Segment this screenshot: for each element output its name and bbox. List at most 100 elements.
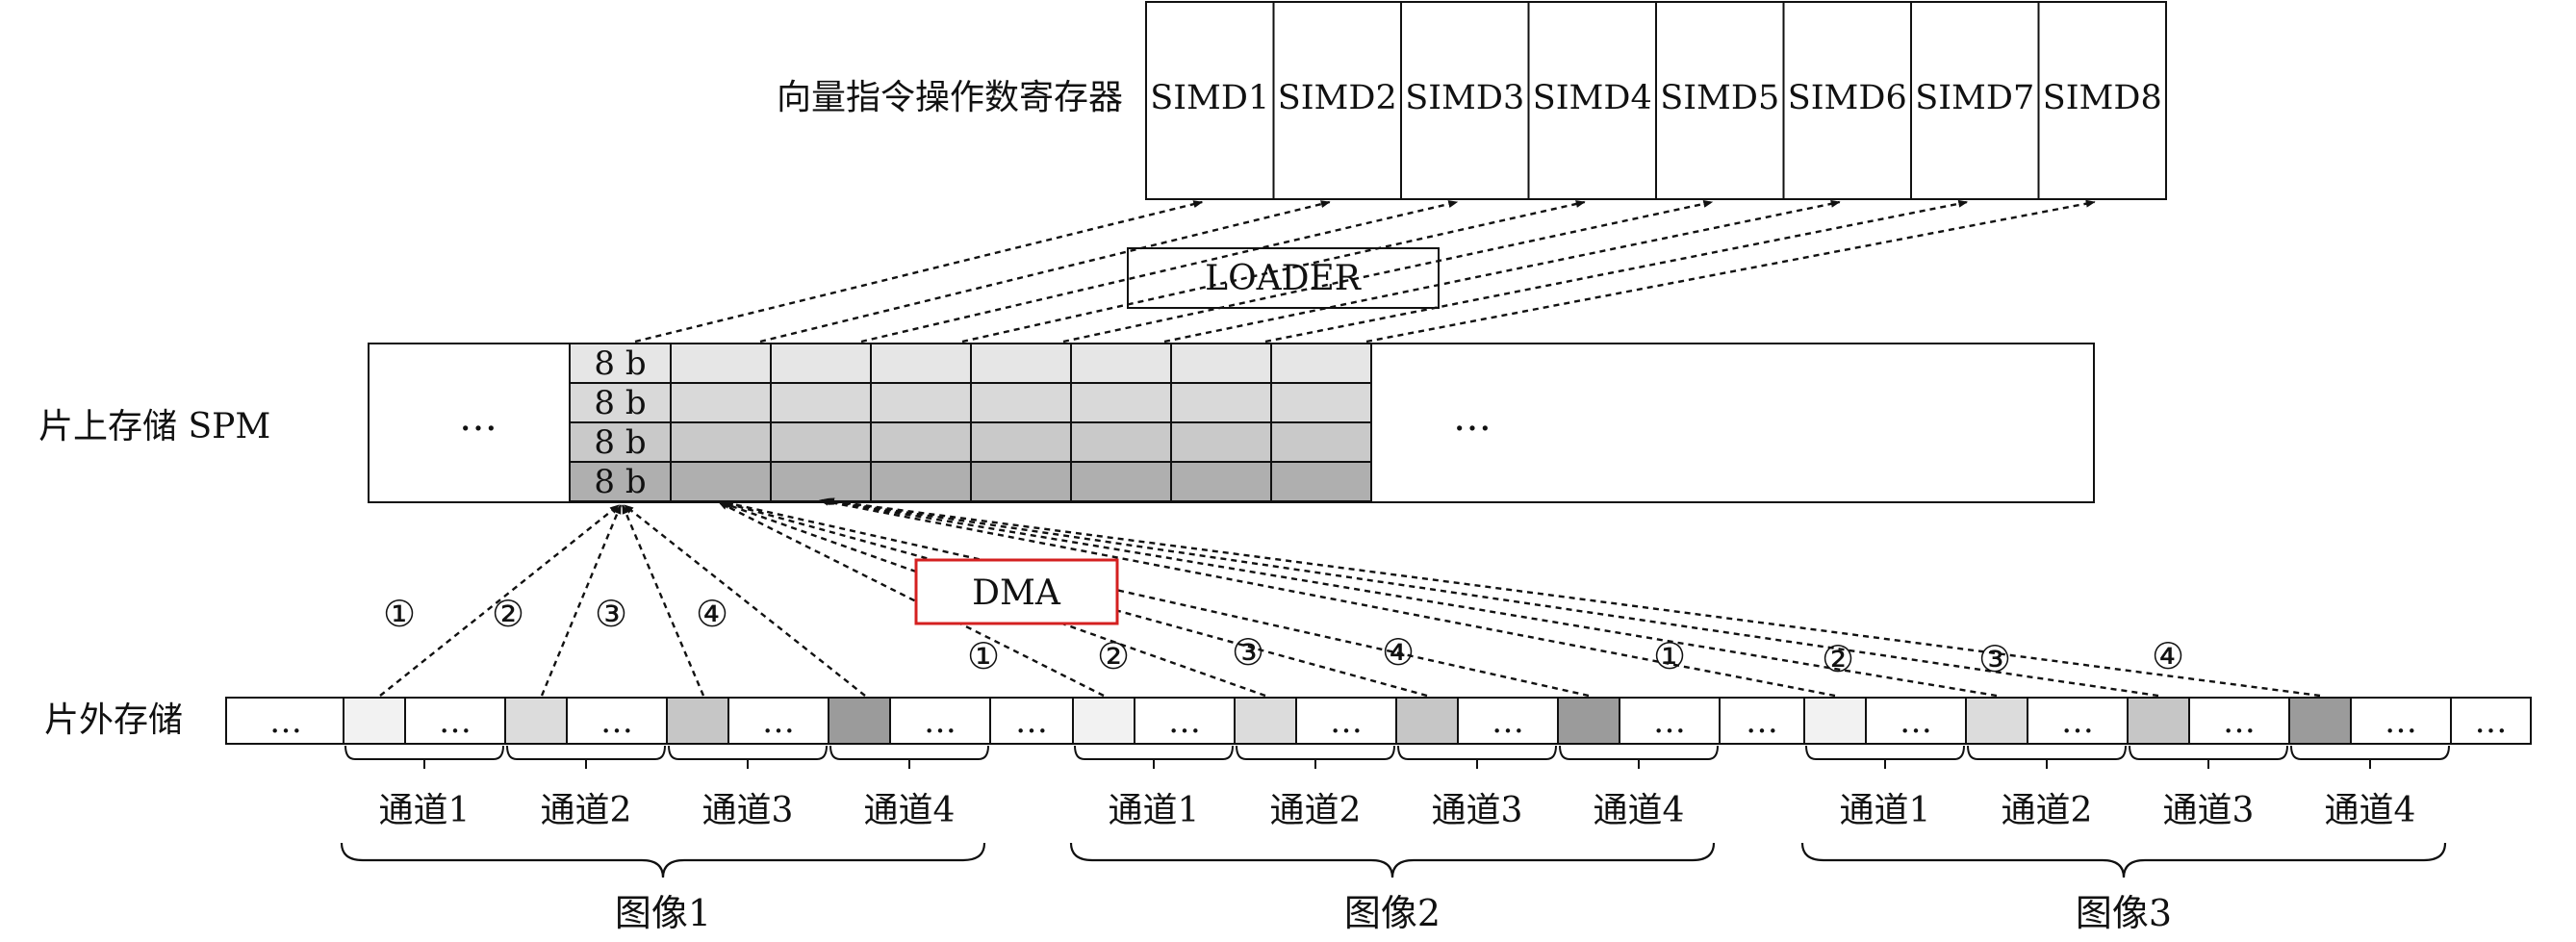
channel-brace: [668, 745, 828, 760]
loader-box: LOADER: [1127, 247, 1440, 309]
spm-data-cell: [1170, 461, 1272, 502]
register-cell-8: SIMD8: [2037, 1, 2167, 200]
dma-arrow: [540, 504, 623, 697]
register-cell-3: SIMD3: [1400, 1, 1530, 200]
offchip-ellipsis: …: [2475, 702, 2508, 741]
step-marker: ①: [967, 635, 1000, 677]
register-cell-label: SIMD8: [2043, 79, 2162, 117]
channel-label: 通道3: [702, 791, 794, 830]
channel-label: 通道3: [1432, 791, 1523, 830]
offchip-ellipsis: …: [1653, 702, 1686, 741]
register-cell-label: SIMD4: [1533, 79, 1652, 117]
offchip-channel-cell: [1803, 697, 1867, 745]
offchip-channel-cell: [1234, 697, 1297, 745]
spm-data-cell: [870, 421, 972, 463]
spm-data-cell: [970, 343, 1072, 384]
offchip-data-cell: [2188, 697, 2290, 745]
register-cell-5: SIMD5: [1655, 1, 1785, 200]
offchip-channel-cell: [2127, 697, 2190, 745]
loader-arrow: [1163, 199, 1841, 344]
step-marker: ③: [1978, 638, 2011, 680]
dma-arrow: [379, 504, 620, 697]
register-cell-label: SIMD6: [1788, 79, 1907, 117]
register-label: 向量指令操作数寄存器: [777, 78, 1123, 117]
offchip-data-cell: [1619, 697, 1721, 745]
spm-data-cell: [1070, 343, 1172, 384]
loader-label: LOADER: [1205, 259, 1362, 298]
offchip-data-cell: [2027, 697, 2129, 745]
step-marker: ②: [492, 593, 524, 635]
spm-data-cell: [870, 382, 972, 423]
offchip-ellipsis: …: [762, 702, 795, 741]
spm-data-cell: [670, 421, 772, 463]
channel-brace: [1074, 745, 1234, 760]
dma-box: DMA: [914, 558, 1119, 625]
offchip-ellipsis: …: [1746, 702, 1778, 741]
loader-arrows: [634, 199, 2096, 344]
channel-brace: [1559, 745, 1719, 760]
spm-data-cell: [1070, 421, 1172, 463]
offchip-ellipsis: …: [269, 702, 302, 741]
image-brace: [1800, 842, 2447, 878]
offchip-data-cell: [1865, 697, 1967, 745]
offchip-ellipsis: …: [2385, 702, 2417, 741]
channel-label: 通道4: [1594, 791, 1685, 830]
dma-arrow: [621, 504, 705, 697]
spm-data-cell: [670, 461, 772, 502]
spm-data-cell: [1170, 382, 1272, 423]
channel-brace: [344, 745, 504, 760]
offchip-ellipsis: …: [439, 702, 472, 741]
spm-data-cell: [1270, 382, 1372, 423]
offchip-data-cell: [727, 697, 829, 745]
register-cell-1: SIMD1: [1145, 1, 1275, 200]
channel-label: 通道2: [1270, 791, 1362, 830]
spm-data-cell: [770, 421, 872, 463]
channel-brace: [829, 745, 989, 760]
image-label: 图像2: [1344, 892, 1441, 934]
offchip-ellipsis: …: [600, 702, 633, 741]
image-label: 图像3: [2076, 892, 2172, 934]
spm-data-cell: [1270, 343, 1372, 384]
spm-data-cell: [970, 421, 1072, 463]
step-marker: ①: [1653, 635, 1686, 677]
channel-brace: [506, 745, 666, 760]
offchip-data-cell: [2350, 697, 2452, 745]
offchip-channel-cell: [1072, 697, 1135, 745]
channel-label: 通道4: [2325, 791, 2416, 830]
spm-data-cell: [770, 343, 872, 384]
register-cell-7: SIMD7: [1910, 1, 2040, 200]
step-marker: ②: [1822, 638, 1854, 680]
image-label: 图像1: [615, 892, 711, 934]
loader-arrow: [1062, 199, 1714, 344]
offchip-ellipsis: …: [1492, 702, 1524, 741]
loader-arrow: [759, 200, 1331, 344]
offchip-channel-cell: [828, 697, 891, 745]
spm-byte-label: 8 b: [594, 423, 646, 462]
register-cell-4: SIMD4: [1527, 1, 1657, 200]
spm-data-cell: [1170, 421, 1272, 463]
step-marker: ③: [595, 593, 627, 635]
dma-arrow: [825, 497, 2321, 698]
dma-arrow: [724, 500, 1590, 698]
dma-arrow: [624, 504, 866, 697]
spm-byte-label: 8 b: [594, 344, 646, 383]
dma-arrow: [821, 497, 1998, 698]
dma-arrow: [819, 497, 1836, 698]
register-cell-label: SIMD5: [1660, 79, 1779, 117]
channel-label: 通道3: [2163, 791, 2255, 830]
spm-byte-cell: [569, 461, 672, 502]
spm-data-cell: [1270, 461, 1372, 502]
offchip-gap-cell: [1719, 697, 1805, 745]
offchip-data-cell: [889, 697, 991, 745]
offchip-memory-strip: …………………………………………: [225, 697, 2532, 769]
step-marker: ④: [2152, 635, 2184, 677]
spm-data-cell: [870, 461, 972, 502]
step-marker: ②: [1097, 635, 1130, 677]
channel-label: 通道4: [864, 791, 956, 830]
spm-grid: 8 b8 b8 b8 b: [569, 343, 1372, 502]
offchip-data-cell: [1295, 697, 1397, 745]
dma-label: DMA: [972, 573, 1061, 613]
image-labels: 图像1 图像2 图像3: [340, 842, 2447, 934]
